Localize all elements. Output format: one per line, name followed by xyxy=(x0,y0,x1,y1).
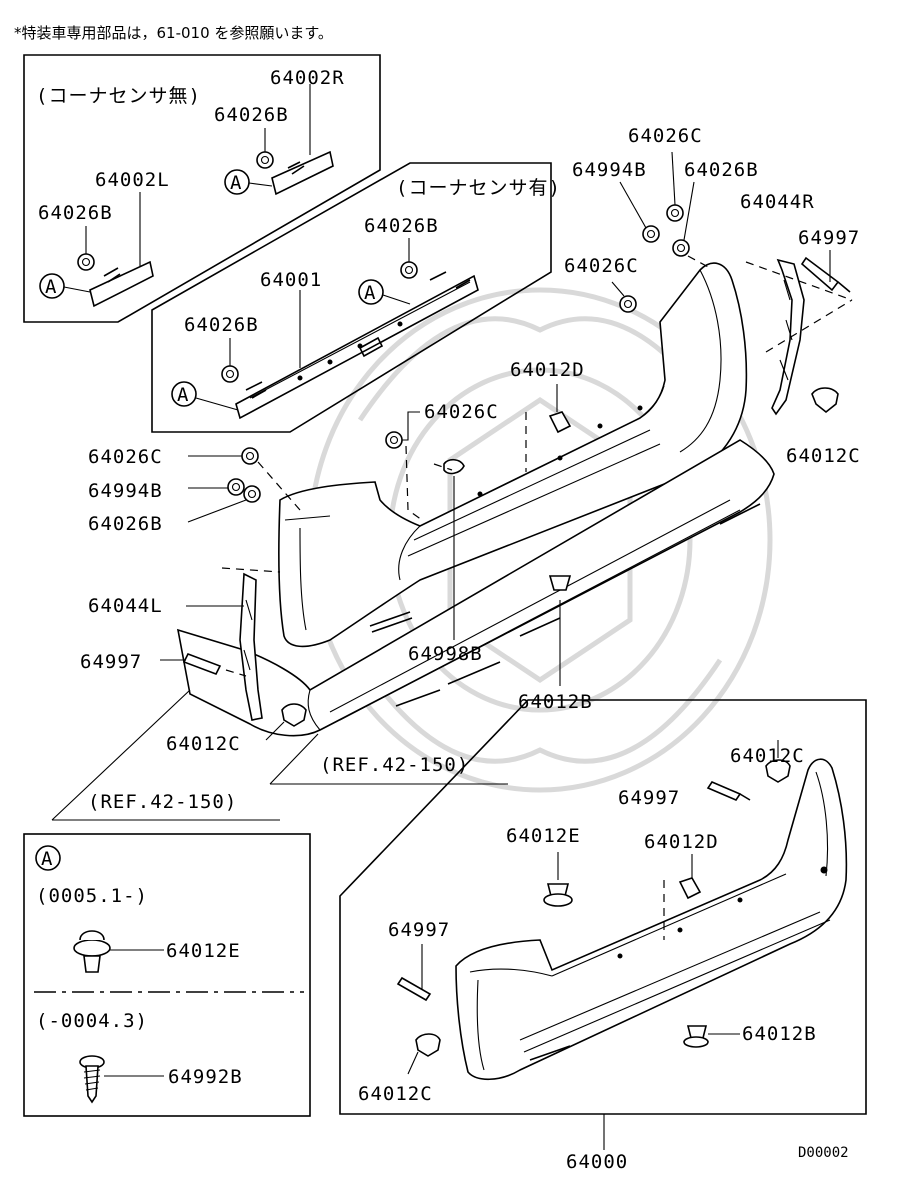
clip-64026B-icon xyxy=(221,365,239,383)
callout-a-icon xyxy=(224,169,250,195)
box-with-sensor: (コーナセンサ有) A A 64026B 64001 64026B xyxy=(151,162,561,433)
label-64044L: 64044L xyxy=(88,595,163,617)
clip-64026C-icon xyxy=(619,295,637,313)
ref-label-b: (REF.42-150) xyxy=(88,791,237,813)
label-64044R: 64044R xyxy=(740,191,815,213)
label-64997-a: 64997 xyxy=(798,227,860,249)
callout-a-letter: A xyxy=(364,282,376,304)
clip-64012C-icon xyxy=(811,387,839,414)
label-64994B-a: 64994B xyxy=(572,159,647,181)
clip-64026B-icon xyxy=(243,485,261,503)
legend-letter: A xyxy=(41,848,53,870)
label-64012C-a: 64012C xyxy=(786,445,861,467)
label-64012D-b: 64012D xyxy=(644,831,719,853)
nut-64994B-icon xyxy=(227,478,245,496)
label-64998B: 64998B xyxy=(408,643,483,665)
label-64997-c: 64997 xyxy=(618,787,680,809)
legend-box: A (0005.1-) 64012E (-0004.3) 64992B xyxy=(23,833,311,1117)
label-64012C-c: 64012C xyxy=(730,745,805,767)
legend-range-old: (-0004.3) xyxy=(36,1010,148,1032)
legend-part-new: 64012E xyxy=(166,940,241,962)
label-64012B-a: 64012B xyxy=(518,691,593,713)
diagram-code: D00002 xyxy=(798,1145,849,1161)
label-64026B-f: 64026B xyxy=(88,513,163,535)
clip-64012D-icon xyxy=(678,877,702,900)
ref-leaders: (REF.42-150) (REF.42-150) xyxy=(51,689,508,821)
clip-64012C-icon xyxy=(765,759,791,783)
box-with-sensor-title: (コーナセンサ有) xyxy=(396,177,561,199)
assembled-box xyxy=(339,699,867,1115)
header-note: *特装車専用部品は，61-010 を参照願います。 xyxy=(14,24,333,42)
clip-64012C-icon xyxy=(415,1033,441,1057)
label-64026B-e: 64026B xyxy=(684,159,759,181)
label-64012B-b: 64012B xyxy=(742,1023,817,1045)
label-64002L: 64002L xyxy=(95,169,170,191)
label-64026B-c: 64026B xyxy=(364,215,439,237)
clip-64026B-icon xyxy=(400,261,418,279)
clip-64012D-icon xyxy=(548,411,572,434)
callout-a-letter: A xyxy=(45,276,57,298)
label-64026B-a: 64026B xyxy=(214,104,289,126)
legend-part-old: 64992B xyxy=(168,1066,243,1088)
clip-64026B-icon xyxy=(256,151,274,169)
label-64012C-b: 64012C xyxy=(166,733,241,755)
clip-64012C-icon xyxy=(281,703,307,727)
push-clip-icon xyxy=(73,930,111,973)
label-64997-d: 64997 xyxy=(388,919,450,941)
clip-64026C-icon xyxy=(666,204,684,222)
bracket-64044L xyxy=(239,572,263,721)
callout-a-icon xyxy=(358,279,384,305)
box-no-sensor: (コーナセンサ無) A 64002R 64026B A 64002L 64026… xyxy=(23,54,381,323)
label-64012C-d: 64012C xyxy=(358,1083,433,1105)
label-64000: 64000 xyxy=(566,1151,628,1173)
label-64997-b: 64997 xyxy=(80,651,142,673)
upper-bumper xyxy=(176,262,775,737)
label-64002R: 64002R xyxy=(270,67,345,89)
label-64026B-b: 64026B xyxy=(38,202,113,224)
label-64994B-b: 64994B xyxy=(88,480,163,502)
callout-a-letter: A xyxy=(177,384,189,406)
clip-64026C-icon xyxy=(241,447,259,465)
legend-a-icon xyxy=(35,845,61,871)
label-64026C-c: 64026C xyxy=(424,401,499,423)
label-64026C-d: 64026C xyxy=(88,446,163,468)
clip-64026C-icon xyxy=(385,431,403,449)
legend-range-new: (0005.1-) xyxy=(36,885,148,907)
label-64001: 64001 xyxy=(260,269,322,291)
box-no-sensor-title: (コーナセンサ無) xyxy=(36,85,201,107)
label-64026B-d: 64026B xyxy=(184,314,259,336)
callout-a-letter: A xyxy=(230,172,242,194)
callout-a-icon xyxy=(39,273,65,299)
clip-64026B-icon xyxy=(672,239,690,257)
label-64012E-a: 64012E xyxy=(506,825,581,847)
ref-label-a: (REF.42-150) xyxy=(320,754,469,776)
clip-64012B-icon xyxy=(548,575,572,591)
nut-64994B-icon xyxy=(642,225,660,243)
bracket-64044R xyxy=(771,258,805,416)
label-64026C-b: 64026C xyxy=(564,255,639,277)
screw-icon xyxy=(79,1055,105,1104)
callout-a-icon xyxy=(171,381,197,407)
fasteners xyxy=(160,151,853,741)
label-64012D-a: 64012D xyxy=(510,359,585,381)
clip-64026B-icon xyxy=(77,253,95,271)
label-64026C-a: 64026C xyxy=(628,125,703,147)
